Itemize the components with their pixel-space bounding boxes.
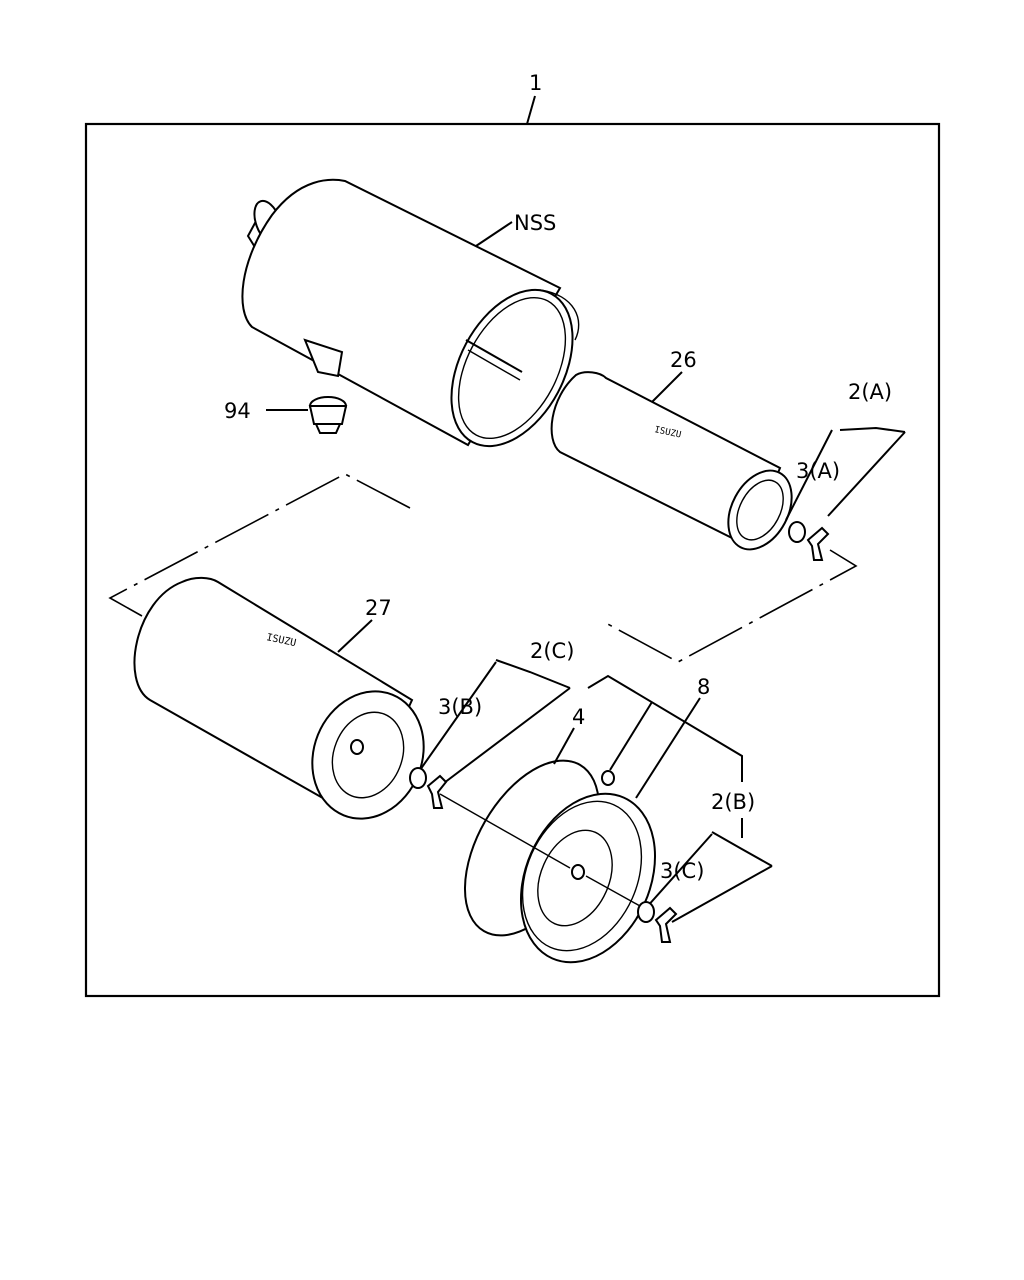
air-cleaner-housing <box>241 178 580 448</box>
callout-assembly: 1 <box>529 71 542 95</box>
assembly-leader <box>526 95 536 125</box>
washer-c-leader <box>645 833 713 909</box>
centerline-upper <box>108 473 411 617</box>
inner-filter-element: ISUZU <box>550 371 793 551</box>
cover-leader <box>635 697 701 799</box>
bolt-kit-b-leader-clip <box>609 701 653 771</box>
callout-inner-element: 26 <box>670 348 697 372</box>
callout-outlet-fitting: 94 <box>224 399 251 423</box>
assembly-frame <box>84 122 941 998</box>
wing-nut-b <box>426 774 448 809</box>
cover <box>439 792 657 964</box>
outer-element-leader <box>337 619 373 653</box>
bolt-kit-c-leader-2 <box>419 661 497 771</box>
callout-washer-c: 3(C) <box>660 859 704 883</box>
callout-bolt-kit-a: 2(A) <box>848 380 892 404</box>
bolt-kit-b-bracket <box>587 674 743 782</box>
housing-leader <box>475 221 513 247</box>
bolt-kit-a-leader-2 <box>785 429 833 521</box>
bolt-kit-b-leader <box>671 865 773 923</box>
bolt-kit-b-lower-bracket <box>711 831 773 867</box>
callout-washer-a: 3(A) <box>796 459 840 483</box>
callout-outer-element: 27 <box>365 596 392 620</box>
callout-washer-b: 3(B) <box>438 695 482 719</box>
clip <box>601 770 615 786</box>
outer-filter-element: ISUZU <box>133 576 425 820</box>
washer-b <box>409 767 427 789</box>
inner-element-leader <box>651 371 683 403</box>
wing-nut-a <box>806 526 830 561</box>
callout-bolt-kit-c: 2(C) <box>530 639 574 663</box>
outlet-fitting <box>308 396 348 434</box>
callout-gasket: 4 <box>572 705 585 729</box>
bolt-kit-a-bracket <box>839 426 906 433</box>
bolt-kit-c-leader <box>439 687 571 787</box>
centerline-right <box>603 549 858 663</box>
callout-bolt-kit-b: 2(B) <box>711 790 755 814</box>
callout-cover: 8 <box>697 675 710 699</box>
bolt-kit-c-bracket <box>495 659 571 689</box>
washer-c <box>637 901 655 923</box>
bolt-kit-a-leader <box>827 431 906 517</box>
washer-a <box>788 521 806 543</box>
callout-housing: NSS <box>514 211 556 235</box>
gasket-leader <box>553 727 575 765</box>
wing-nut-c <box>654 906 678 943</box>
